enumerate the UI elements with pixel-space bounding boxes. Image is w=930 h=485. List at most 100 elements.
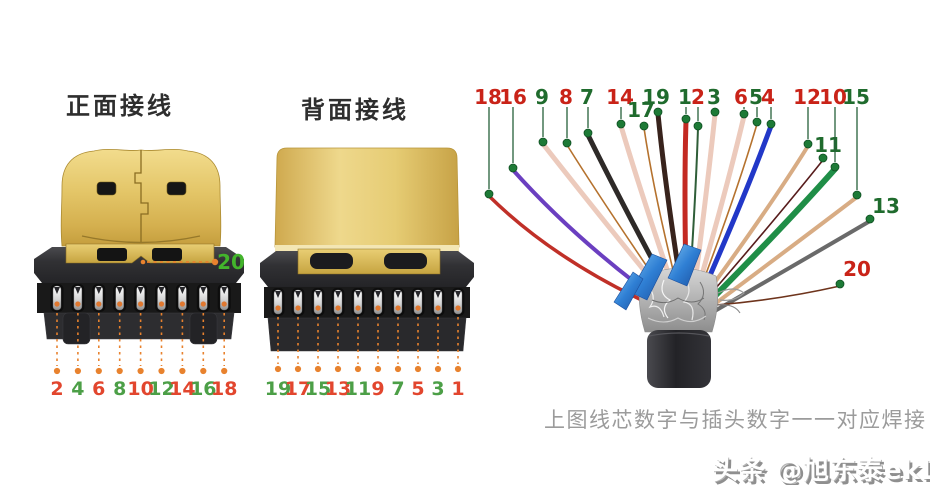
foil-strand-right-2 (715, 304, 741, 314)
wire-dot-11 (818, 153, 828, 163)
back-pin-shadow (455, 291, 461, 298)
wire-dot-19 (653, 107, 663, 117)
wire-label-10: 10 (819, 85, 847, 109)
front-dot (200, 367, 207, 375)
wire-dot-3 (710, 107, 720, 117)
front-solder-dot (221, 301, 227, 307)
wire-dot-6 (739, 109, 749, 119)
wire-19 (655, 111, 683, 283)
front-solder-dot (54, 301, 60, 307)
wire-label-16: 16 (499, 85, 527, 109)
back-plate-slot-right (384, 253, 427, 269)
wire-dot-4 (766, 119, 776, 129)
back-dot (454, 365, 462, 373)
wire-label-4: 4 (761, 85, 775, 109)
back-pin-shadow (275, 291, 281, 298)
front-pin20-callout: 20 (140, 250, 245, 274)
front-dot (95, 367, 102, 375)
wire-dot-9 (538, 137, 548, 147)
back-solder-dot (395, 305, 401, 311)
front-dot (221, 367, 228, 375)
front-label-4: 4 (71, 378, 84, 400)
front-label-18: 18 (211, 378, 237, 400)
front-pin-shadow (116, 287, 123, 294)
back-solder-dot (335, 305, 341, 311)
front-pin-shadow (179, 287, 186, 294)
back-plate-slot-left (310, 253, 353, 269)
back-solder-dot (315, 305, 321, 311)
back-solder-dot (275, 305, 281, 311)
front-solder-dot (158, 301, 165, 307)
front-label-8: 8 (113, 378, 126, 400)
wire-10 (708, 166, 838, 303)
back-pin-shadow (435, 291, 441, 298)
front-dot (179, 367, 186, 375)
cable-jacket-top-edge (648, 332, 710, 337)
wire-3 (692, 111, 718, 286)
foil-texture-6 (647, 315, 707, 323)
wire-label-13: 13 (872, 194, 900, 218)
front-pin-shadow (221, 287, 228, 294)
wire-label-14: 14 (606, 85, 634, 109)
wire-dot-13 (865, 214, 875, 224)
front-label-2: 2 (50, 378, 63, 400)
front-solder-dot (200, 301, 206, 307)
back-dot (274, 365, 282, 373)
wire-dot-7 (583, 128, 593, 138)
back-label-11: 11 (345, 378, 371, 400)
front-shell-hole-left (96, 181, 117, 196)
back-label-15: 15 (305, 378, 331, 400)
back-solder-dot (455, 305, 461, 311)
front-solder-dot (75, 301, 81, 307)
wire-dot-16 (508, 163, 518, 173)
front-label-16: 16 (190, 378, 216, 400)
wire-dot-18 (484, 189, 494, 199)
blue-foil-wrap-2 (667, 243, 702, 287)
back-dot (294, 365, 302, 373)
wire-dot-20 (835, 279, 845, 289)
wire-dot-5 (752, 117, 762, 127)
wire-dot-10 (830, 162, 840, 172)
foil-texture-4 (697, 281, 706, 321)
back-pin-shadow (375, 291, 381, 298)
wire-dot-2 (693, 121, 703, 131)
front-pin-shadow (54, 287, 60, 294)
wire-label-1: 1 (678, 85, 692, 109)
wire-label-11: 11 (814, 133, 842, 157)
front-dot (53, 367, 61, 375)
back-label-17: 17 (285, 378, 311, 400)
wire-dot-17 (639, 121, 649, 131)
wire-12 (705, 144, 810, 295)
front-label-12: 12 (148, 378, 174, 400)
front-pin-shadow (200, 287, 207, 294)
front-plate-slot-right (152, 248, 182, 261)
back-solder-dot (355, 305, 361, 311)
front-dot (116, 367, 123, 375)
wire-label-18: 18 (474, 85, 502, 109)
wire-label-20: 20 (843, 257, 871, 281)
front-solder-dot (96, 301, 102, 307)
back-solder-dot (295, 305, 301, 311)
wire-20 (715, 285, 841, 306)
back-label-19: 19 (265, 378, 291, 400)
wire-label-2: 2 (691, 85, 705, 109)
foil-strand-right-1 (717, 288, 745, 301)
wire-label-3: 3 (707, 85, 721, 109)
pin20-end-dot (211, 258, 219, 266)
back-shell-bottom-strip (275, 245, 459, 252)
back-pin-shadow (295, 291, 301, 298)
back-solder-dot (375, 305, 381, 311)
foil-texture-3 (682, 277, 694, 321)
back-label-13: 13 (325, 378, 351, 400)
foil-texture-5 (651, 297, 705, 304)
back-label-3: 3 (431, 378, 444, 400)
front-pin-shadow (74, 287, 81, 294)
back-pin-shadow (335, 291, 341, 298)
front-dot (137, 367, 144, 375)
front-solder-dot (138, 301, 144, 307)
